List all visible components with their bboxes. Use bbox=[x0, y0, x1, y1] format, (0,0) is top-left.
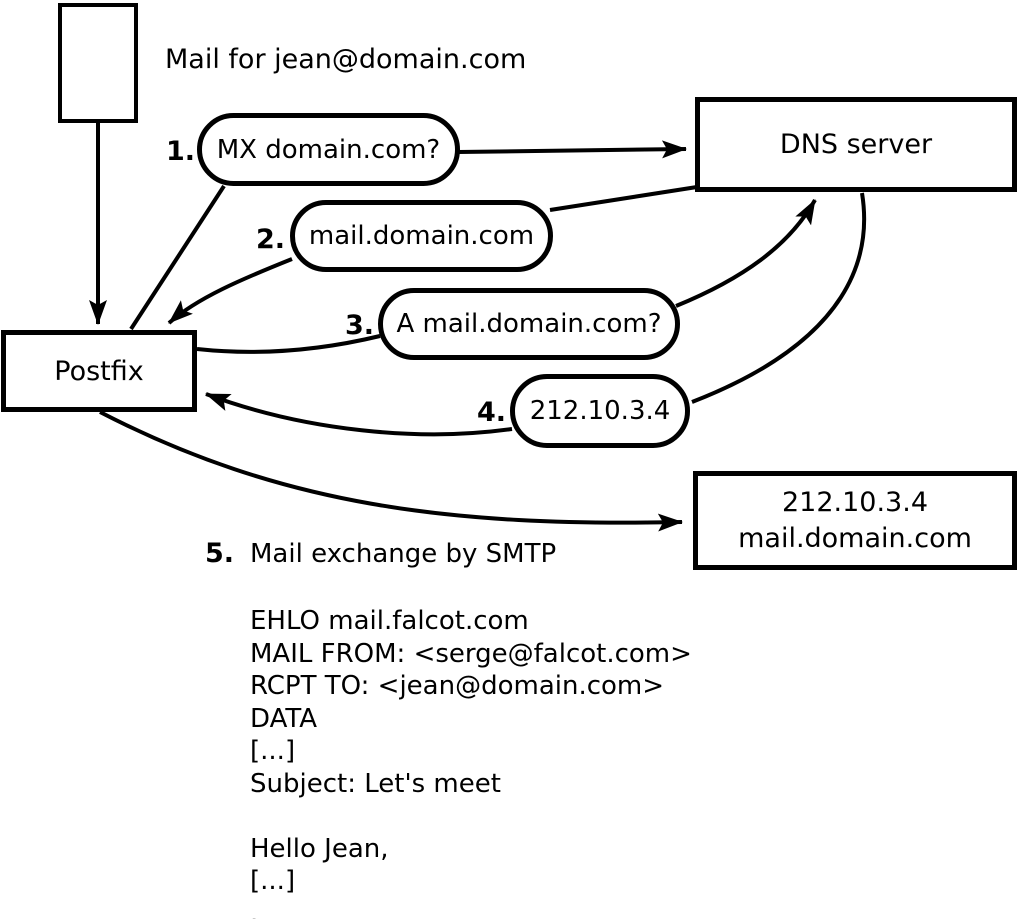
dns-server-label: DNS server bbox=[779, 129, 933, 160]
edge-postfix-to-mx-query bbox=[129, 184, 226, 331]
step-3-number: 3. bbox=[345, 310, 375, 341]
arrow-a-response-to-postfix bbox=[205, 392, 513, 437]
smtp-line-ellipsis-2: [...] bbox=[250, 866, 296, 896]
mx-response-pill: mail.domain.com bbox=[290, 200, 553, 272]
arrow-mx-query-to-dns bbox=[457, 140, 687, 159]
smtp-line-rcpt-to: RCPT TO: <jean@domain.com> bbox=[250, 671, 665, 701]
step-1-number: 1. bbox=[166, 136, 196, 167]
edge-postfix-to-a-query bbox=[196, 334, 381, 354]
arrow-a-query-to-dns bbox=[675, 199, 817, 308]
step-5-number: 5. bbox=[205, 538, 235, 569]
edge-dns-to-a-response bbox=[691, 192, 867, 404]
smtp-line-ehlo: EHLO mail.falcot.com bbox=[250, 606, 529, 636]
edge-dns-to-mx-response bbox=[549, 185, 698, 212]
mx-query-pill: MX domain.com? bbox=[197, 113, 460, 186]
smtp-line-subject: Subject: Let's meet bbox=[250, 768, 501, 799]
step-5-label: Mail exchange by SMTP bbox=[250, 539, 557, 569]
a-response-label: 212.10.3.4 bbox=[529, 396, 671, 426]
mx-query-label: MX domain.com? bbox=[216, 134, 441, 165]
smtp-line-ellipsis-1: [...] bbox=[250, 736, 296, 766]
smtp-line-mail-from: MAIL FROM: <serge@falcot.com> bbox=[250, 638, 692, 669]
smtp-line-greeting: Hello Jean, bbox=[250, 833, 389, 864]
a-query-pill: A mail.domain.com? bbox=[378, 288, 680, 360]
postfix-label: Postfix bbox=[54, 355, 144, 387]
step-4-number: 4. bbox=[477, 397, 507, 428]
arrow-mx-response-to-postfix bbox=[167, 257, 293, 325]
mail-caption: Mail for jean@domain.com bbox=[165, 44, 527, 75]
step-2-number: 2. bbox=[256, 224, 286, 255]
mail-server-hostname: mail.domain.com bbox=[738, 522, 972, 554]
mail-server-node: 212.10.3.4 mail.domain.com bbox=[693, 471, 1017, 570]
smtp-session-transcript: EHLO mail.falcot.com MAIL FROM: <serge@f… bbox=[250, 605, 692, 919]
mail-message-box bbox=[58, 3, 138, 123]
mail-server-ip: 212.10.3.4 bbox=[782, 486, 928, 518]
dns-server-node: DNS server bbox=[695, 97, 1017, 192]
smtp-line-blank bbox=[250, 800, 692, 833]
postfix-node: Postfix bbox=[1, 330, 197, 412]
smtp-line-data: DATA bbox=[250, 703, 317, 734]
smtp-line-end-dot: . bbox=[250, 898, 259, 919]
arrow-smtp-postfix-to-mailserver bbox=[99, 410, 683, 532]
a-response-pill: 212.10.3.4 bbox=[510, 374, 690, 448]
a-query-label: A mail.domain.com? bbox=[396, 309, 662, 339]
mx-response-label: mail.domain.com bbox=[308, 221, 535, 251]
